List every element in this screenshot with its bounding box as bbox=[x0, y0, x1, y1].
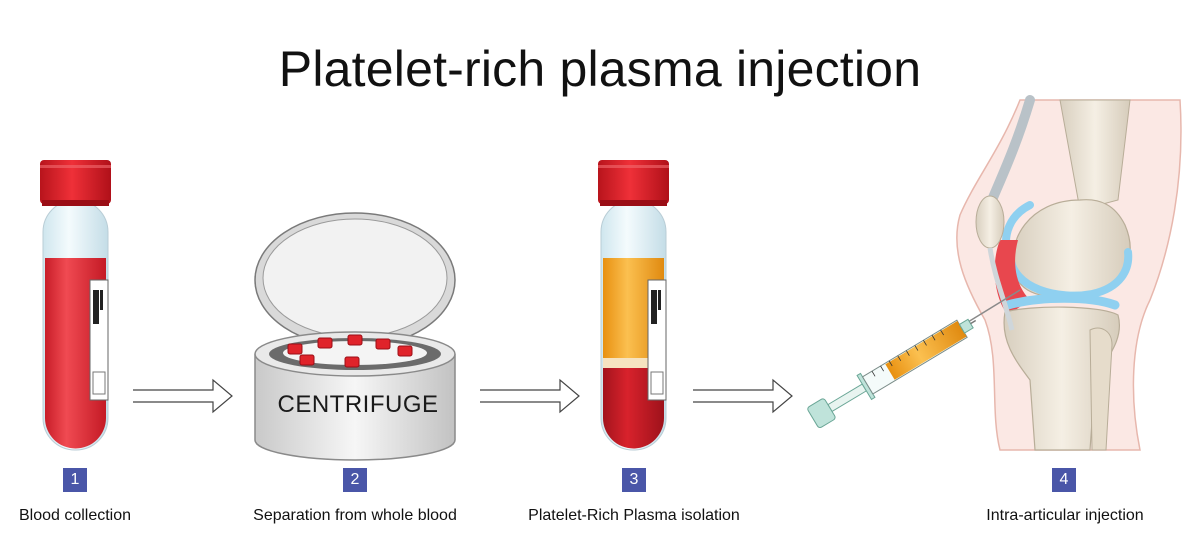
centrifuge-label: CENTRIFUGE bbox=[277, 391, 439, 418]
knee-joint-icon bbox=[956, 95, 1182, 451]
centrifuge-icon bbox=[254, 212, 456, 461]
syringe-icon bbox=[807, 289, 1021, 429]
prp-tube-icon bbox=[598, 160, 669, 451]
arrow-right-icon bbox=[480, 378, 580, 414]
blood-tube-icon bbox=[40, 160, 111, 451]
step-caption-4: Intra-articular injection bbox=[986, 507, 1144, 524]
step-caption-2: Separation from whole blood bbox=[253, 507, 457, 524]
step-number-1: 1 bbox=[63, 468, 87, 492]
arrow-right-icon bbox=[133, 378, 233, 414]
step-number-3: 3 bbox=[622, 468, 646, 492]
step-caption-3: Platelet-Rich Plasma isolation bbox=[528, 507, 740, 524]
step-number-2: 2 bbox=[343, 468, 367, 492]
arrow-right-icon bbox=[693, 378, 793, 414]
step-number-4: 4 bbox=[1052, 468, 1076, 492]
page-title: Platelet-rich plasma injection bbox=[278, 41, 922, 97]
step-caption-1: Blood collection bbox=[18, 507, 132, 524]
